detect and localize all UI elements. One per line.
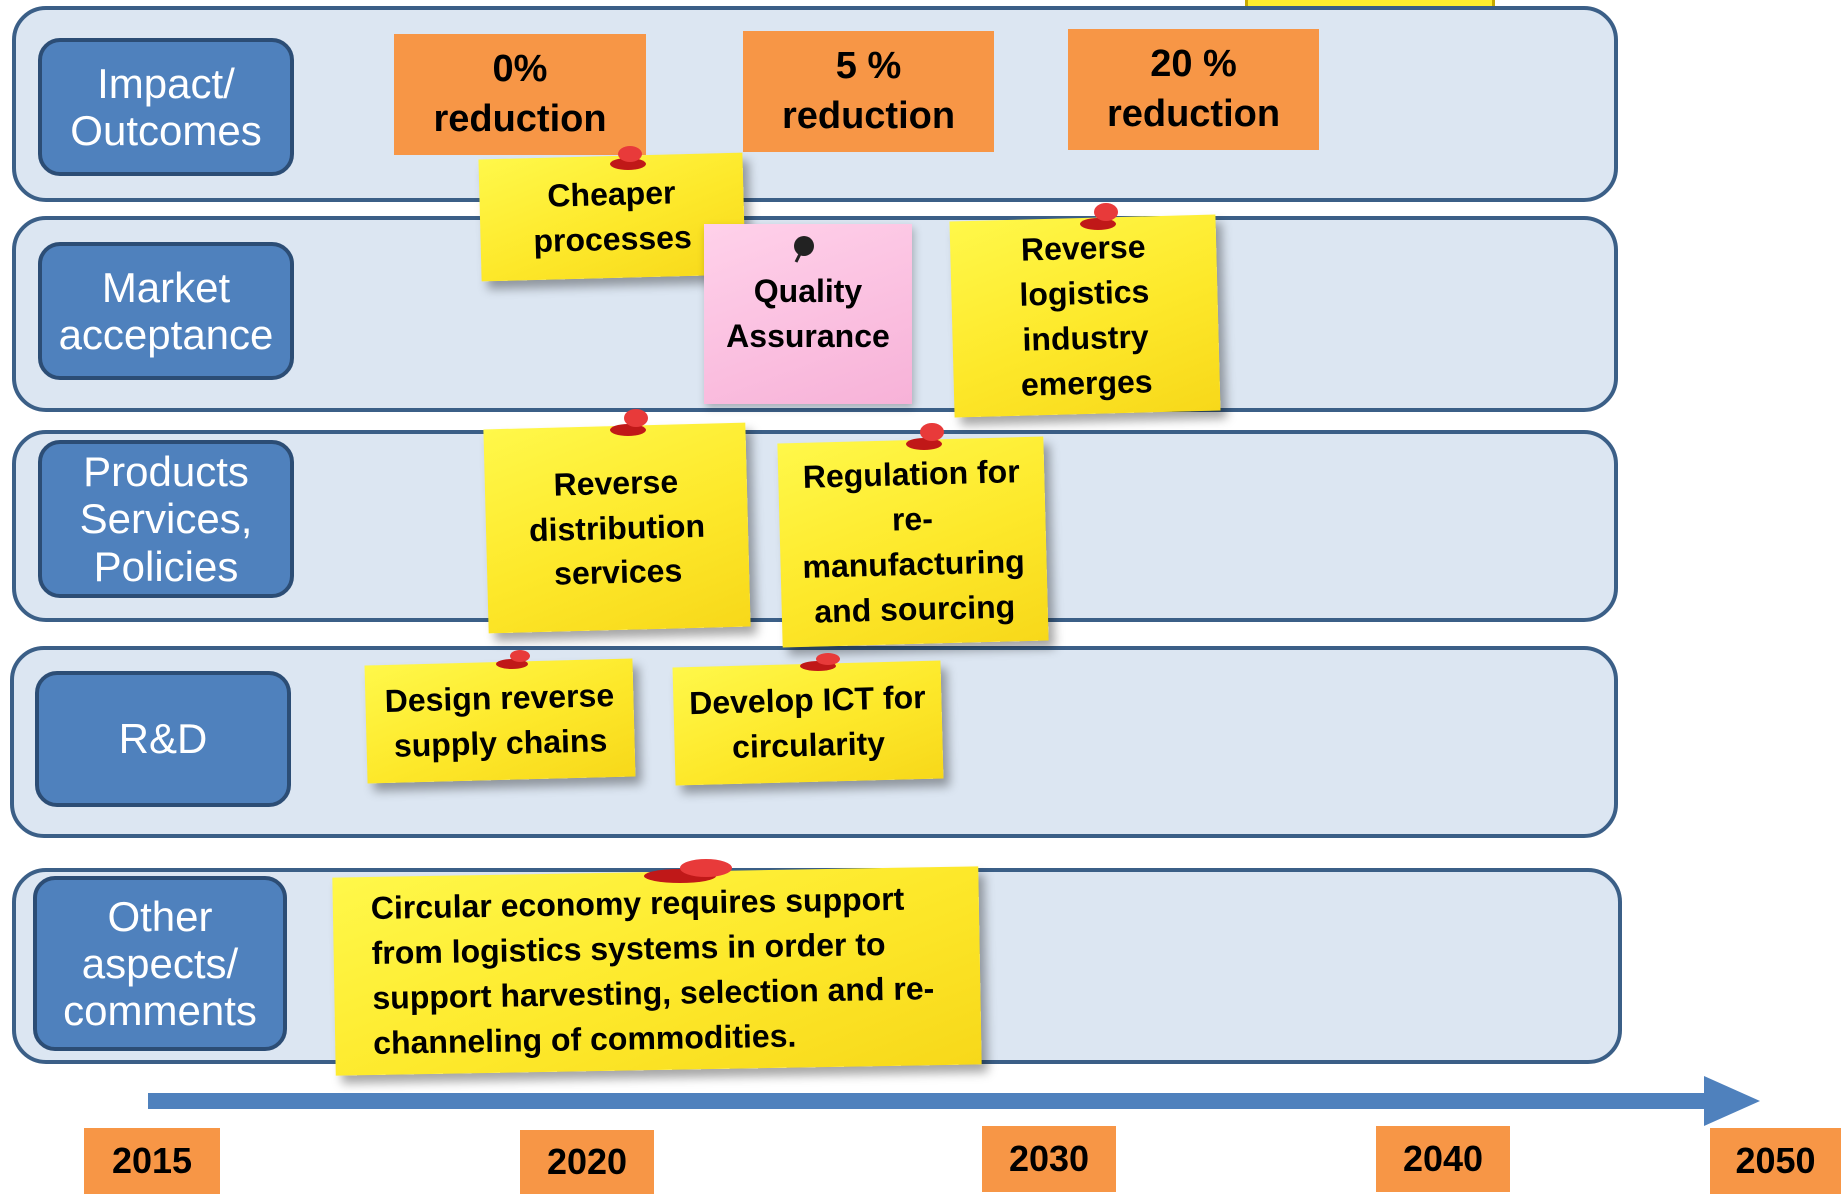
note-regulation: Regulation for re- manufacturing and sou… [777,436,1049,648]
lane-label-impact: Impact/ Outcomes [38,38,294,176]
lane-label-market: Market acceptance [38,242,294,380]
pushpin-red-icon [610,409,648,436]
year-marker-2050: 2050 [1710,1128,1841,1194]
note-design-reverse: Design reverse supply chains [364,658,636,784]
timeline-arrow [148,1076,1760,1126]
note-reverse-distribution: Reverse distribution services [483,422,751,634]
lane-label-rnd: R&D [35,671,291,807]
note-develop-ict: Develop ICT for circularity [672,660,944,786]
note-circular-economy: Circular economy requires support from l… [332,866,982,1076]
pushpin-red-icon [1080,203,1118,230]
impact-box-20pct: 20 % reduction [1068,29,1319,150]
year-marker-2015: 2015 [84,1128,220,1194]
pushpin-red-icon [906,423,944,450]
pushpin-red-icon [610,146,646,170]
lane-label-other: Other aspects/ comments [33,876,287,1051]
note-quality-assurance: Quality Assurance [704,224,912,404]
lane-label-products: Products Services, Policies [38,440,294,598]
impact-box-5pct: 5 % reduction [743,31,994,152]
year-marker-2020: 2020 [520,1130,654,1194]
year-marker-2030: 2030 [982,1126,1116,1192]
pushpin-red-icon [496,650,530,669]
impact-box-0pct: 0% reduction [394,34,646,155]
pushpin-red-icon [800,653,840,671]
pushpin-red-icon [644,859,732,883]
note-reverse-logistics: Reverse logistics industry emerges [949,214,1221,418]
pushpin-black-icon [794,236,814,263]
year-marker-2040: 2040 [1376,1126,1510,1192]
